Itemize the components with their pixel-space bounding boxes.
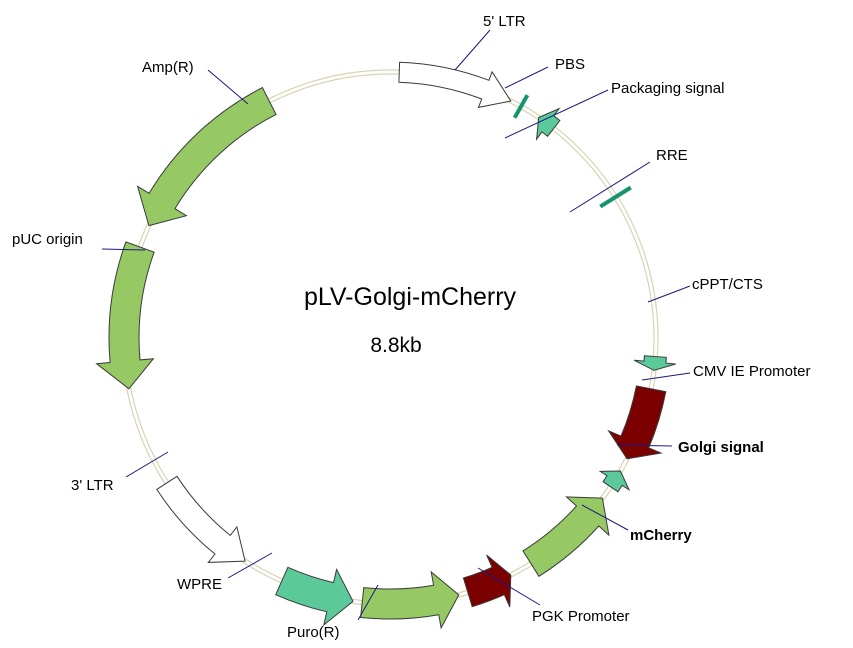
cppt-feature-arrow <box>633 355 676 371</box>
amp-leader <box>207 69 249 105</box>
wpre-leader <box>227 552 273 579</box>
pbs-site-mark <box>512 94 530 119</box>
puro-leader <box>357 584 379 621</box>
pgk-leader <box>477 567 541 606</box>
feature-labels: 5' LTR PBS Packaging signal RRE cPPT/CTS… <box>12 13 811 641</box>
pgk-label: PGK Promoter <box>532 608 630 625</box>
ltr5-leader <box>454 29 491 71</box>
plasmid-size: 8.8kb <box>370 334 421 357</box>
mcherry-feature-arrow <box>522 496 610 577</box>
ltr3-leader <box>125 451 169 478</box>
plasmid-name: pLV-Golgi-mCherry <box>304 283 517 311</box>
amp-label: Amp(R) <box>142 59 194 76</box>
mcherry-label: mCherry <box>630 527 692 544</box>
ltr5-feature-arrow <box>398 61 512 109</box>
ltr3-feature-arrow <box>156 475 246 563</box>
golgi-feature-arrow <box>598 470 631 493</box>
cppt-leader <box>647 285 691 303</box>
mcherry-leader <box>581 504 629 531</box>
rre-label: RRE <box>656 147 688 164</box>
ltr5-label: 5' LTR <box>483 13 526 30</box>
pbs-leader <box>504 66 549 89</box>
puro-feature-arrow <box>360 570 460 630</box>
pbs-label: PBS <box>555 56 585 73</box>
puro-label: Puro(R) <box>287 624 340 641</box>
wpre-label: WPRE <box>177 576 222 593</box>
features-layer <box>95 61 676 630</box>
cmv-label: CMV IE Promoter <box>693 363 811 380</box>
leader-lines <box>101 29 691 621</box>
packaging-leader <box>504 89 609 139</box>
packaging-label: Packaging signal <box>611 80 724 97</box>
packaging-feature-arrow <box>535 107 561 141</box>
cppt-label: cPPT/CTS <box>692 276 763 293</box>
amp-feature-arrow <box>136 86 277 227</box>
cmv-leader <box>641 372 691 381</box>
ltr3-label: 3' LTR <box>71 477 114 494</box>
golgi-leader <box>616 444 673 447</box>
golgi-label: Golgi signal <box>678 439 764 456</box>
rre-site-mark <box>599 185 632 209</box>
pgk-feature-arrow <box>462 554 512 608</box>
rre-leader <box>569 161 651 213</box>
puc-leader <box>101 248 146 251</box>
cmv-feature-arrow <box>607 385 667 460</box>
puc-feature-arrow <box>95 241 155 390</box>
puc-label: pUC origin <box>12 231 83 248</box>
wpre-feature-arrow <box>275 566 354 627</box>
